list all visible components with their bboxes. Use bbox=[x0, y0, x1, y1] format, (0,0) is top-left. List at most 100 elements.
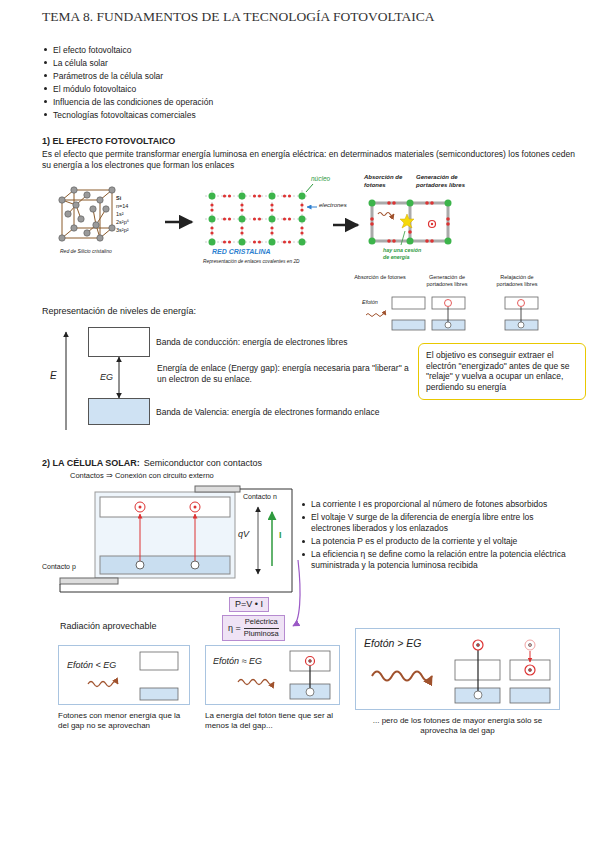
absorption-panel bbox=[425, 201, 429, 205]
silicon-crystal bbox=[73, 202, 79, 208]
figure-caption: Fotones con menor energía que la del gap… bbox=[58, 711, 193, 731]
crystal-lattice bbox=[240, 226, 243, 229]
figure-caption: Relajación de portadores libres bbox=[487, 274, 547, 288]
annotation: Contactos ⇒ Conexión con circuito extern… bbox=[70, 471, 214, 480]
silicon-crystal bbox=[59, 197, 65, 203]
silicon-crystal bbox=[62, 195, 106, 238]
leader-line bbox=[306, 184, 313, 192]
band-sketch bbox=[366, 297, 538, 330]
absorption-panel bbox=[370, 201, 450, 243]
silicon-crystal bbox=[59, 235, 65, 241]
gap-arrow bbox=[119, 357, 120, 398]
radiation-sketch bbox=[477, 644, 480, 647]
silicon-crystal bbox=[65, 211, 71, 217]
crystal-lattice bbox=[240, 203, 243, 206]
crystal-lattice bbox=[209, 216, 216, 223]
band-sketch bbox=[518, 322, 524, 328]
crystal-lattice bbox=[258, 240, 261, 243]
band-sketch bbox=[448, 307, 449, 322]
crystal-lattice bbox=[239, 216, 246, 223]
node-text: Banda de conducción: energía de electron… bbox=[156, 337, 347, 348]
section-heading: 2) LA CÉLULA SOLAR: bbox=[42, 458, 140, 468]
radiation-sketch bbox=[525, 665, 535, 675]
silicon-crystal bbox=[71, 225, 77, 231]
solar-cell-circuit bbox=[195, 514, 196, 561]
node-text: Efotón ≈ EG bbox=[213, 656, 262, 667]
silicon-crystal bbox=[78, 216, 84, 222]
silicon-crystal bbox=[97, 235, 103, 241]
band-sketch bbox=[392, 320, 425, 330]
annotation: Generación de portadores libres bbox=[416, 174, 468, 189]
crystal-lattice bbox=[210, 231, 213, 234]
absorption-panel bbox=[430, 201, 434, 205]
crystal-lattice bbox=[300, 226, 303, 229]
topic-item: Tecnologías fotovoltaicas comerciales bbox=[42, 109, 462, 122]
radiation-panel: Efotón > EG bbox=[355, 628, 560, 710]
radiation-sketch bbox=[88, 640, 550, 703]
annotation: núcleo bbox=[311, 175, 330, 183]
crystal-lattice bbox=[258, 217, 261, 220]
silicon-crystal bbox=[71, 187, 77, 193]
radiation-sketch bbox=[529, 644, 532, 647]
crystal-lattice bbox=[253, 217, 256, 220]
band-sketch bbox=[445, 322, 451, 328]
section-subtitle: Semiconductor con contactos bbox=[144, 458, 262, 468]
absorption-panel bbox=[425, 239, 429, 243]
text-group: El efecto fotovoltaicoLa célula solarPar… bbox=[42, 44, 462, 122]
radiation-sketch bbox=[474, 691, 482, 699]
crystal-lattice bbox=[205, 219, 309, 220]
crystal-lattice bbox=[300, 208, 303, 211]
radiation-sketch bbox=[510, 688, 550, 703]
solar-cell-circuit bbox=[60, 486, 292, 592]
radiation-sketch bbox=[238, 680, 274, 685]
radiation-sketch bbox=[530, 651, 531, 662]
annotation: electrones bbox=[319, 202, 347, 210]
solar-cell-circuit bbox=[95, 492, 235, 578]
silicon-crystal bbox=[62, 190, 112, 238]
crystal-lattice bbox=[205, 190, 309, 246]
absorption-panel bbox=[369, 200, 452, 246]
figure-caption: ... pero de los fotones de mayor energía… bbox=[355, 716, 560, 736]
band-sketch bbox=[445, 300, 452, 307]
absorption-panel bbox=[407, 200, 414, 207]
crystal-lattice bbox=[205, 242, 309, 243]
radiation-panel: Efotón ≈ EG bbox=[205, 645, 340, 705]
solar-cell-circuit bbox=[100, 556, 230, 574]
crystal-lattice bbox=[209, 193, 216, 200]
band-sketch bbox=[518, 300, 525, 307]
silicon-crystal bbox=[84, 230, 90, 236]
solar-cell-circuit bbox=[190, 502, 200, 512]
absorption-panel bbox=[369, 200, 452, 245]
crystal-lattice bbox=[288, 217, 291, 220]
silicon-crystal bbox=[93, 222, 99, 228]
band-sketch bbox=[432, 297, 465, 309]
solar-cell-circuit bbox=[271, 512, 273, 566]
radiation-sketch bbox=[309, 666, 310, 688]
formula-box: η =PeléctricaPluminosa bbox=[222, 615, 285, 641]
solar-cell-circuit bbox=[135, 502, 145, 512]
topic-item: Influencia de las condiciones de operaci… bbox=[42, 96, 462, 109]
absorption-panel bbox=[445, 200, 452, 207]
node-text: P=V • I bbox=[235, 599, 263, 610]
solar-cell-circuit bbox=[136, 561, 144, 569]
radiation-sketch bbox=[306, 688, 314, 696]
solar-cell-circuit bbox=[191, 561, 199, 569]
topic-item: La célula solar bbox=[42, 57, 462, 70]
callout-arrow bbox=[293, 560, 300, 626]
silicon-crystal bbox=[97, 197, 103, 203]
figure-caption: La energía del fotón tiene que ser al me… bbox=[205, 711, 345, 731]
node-text: Efotón < EG bbox=[67, 660, 116, 671]
solar-cell-circuit bbox=[195, 486, 240, 492]
energy-axis bbox=[66, 332, 67, 430]
crystal-lattice bbox=[228, 194, 231, 197]
absorption-panel bbox=[401, 231, 405, 245]
leader-line bbox=[307, 207, 317, 208]
crystal-lattice bbox=[205, 196, 309, 197]
absorption-panel bbox=[372, 203, 448, 241]
absorption-panel bbox=[407, 238, 414, 245]
crystal-lattice bbox=[240, 208, 243, 211]
axis-label: E bbox=[50, 370, 57, 383]
figure-caption: Red de Silicio cristalino bbox=[60, 248, 112, 254]
crystal-lattice bbox=[299, 239, 306, 246]
